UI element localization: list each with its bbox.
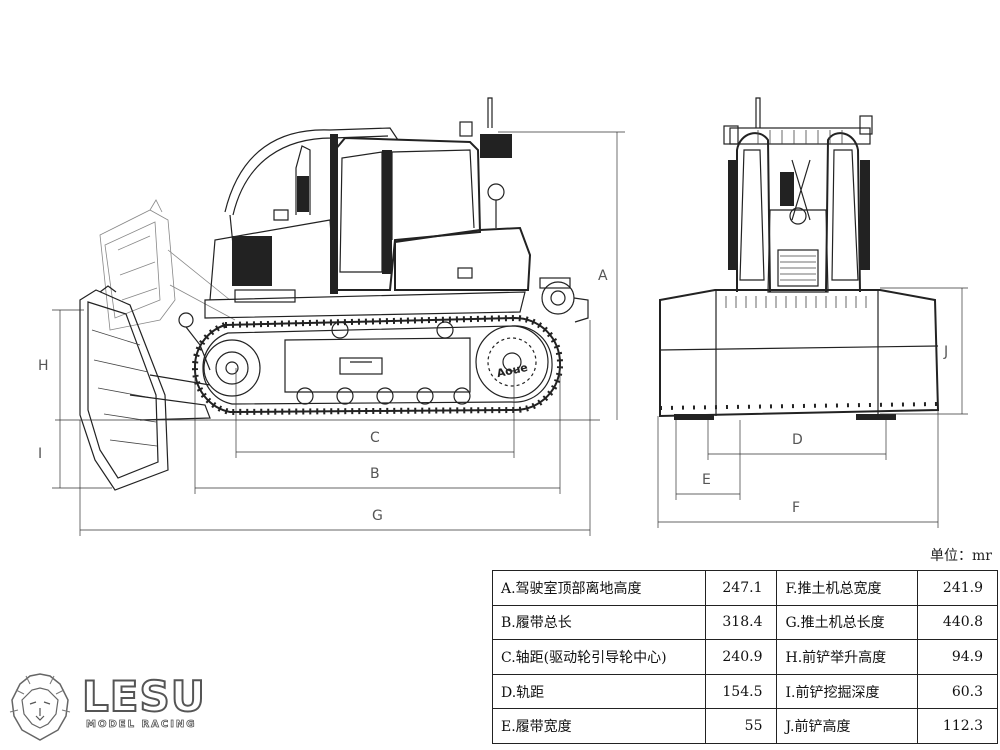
spec-label: E.履带宽度	[492, 708, 706, 744]
dim-label-F: F	[792, 500, 800, 516]
front-view: J D E F	[657, 97, 968, 528]
table-row: A.驾驶室顶部离地高度 247.1 F.推土机总宽度 241.9	[492, 570, 998, 606]
side-view: Aoue	[38, 97, 625, 536]
dim-label-J: J	[943, 344, 948, 360]
dim-label-A: A	[598, 268, 608, 284]
spec-value: 440.8	[917, 604, 998, 641]
spec-label: D.轨距	[492, 673, 706, 710]
lowered-blade	[79, 285, 211, 491]
side-dimensions: A H I C B G	[38, 131, 625, 536]
dim-label-C: C	[370, 430, 380, 446]
dim-label-I: I	[38, 446, 42, 462]
spec-value: 55	[704, 708, 778, 744]
spec-value: 318.4	[704, 604, 778, 641]
dim-label-B: B	[370, 466, 380, 482]
lion-head-logo-icon	[9, 673, 71, 741]
spec-table: A.驾驶室顶部离地高度 247.1 F.推土机总宽度 241.9 B.履带总长 …	[492, 570, 998, 744]
brand-name: LESU	[81, 672, 206, 721]
dim-label-E: E	[702, 472, 711, 488]
dim-label-D: D	[792, 432, 803, 448]
spec-value: 247.1	[704, 570, 778, 606]
track-assembly: Aoue	[191, 314, 564, 416]
spec-label: J.前铲高度	[776, 708, 919, 744]
brand-tagline: MODEL RACING	[86, 719, 197, 731]
spec-label: F.推土机总宽度	[776, 570, 919, 606]
spec-value: 94.9	[917, 639, 998, 675]
unit-label: 单位：mr	[930, 548, 992, 564]
spec-value: 240.9	[704, 639, 778, 675]
spec-value: 241.9	[917, 570, 998, 606]
spec-label: C.轴距(驱动轮引导轮中心)	[492, 639, 706, 675]
spec-label: B.履带总长	[492, 604, 706, 641]
dim-label-G: G	[372, 508, 383, 524]
side-body	[204, 97, 589, 323]
track-logo-text: Aoue	[496, 361, 529, 380]
table-row: B.履带总长 318.4 G.推土机总长度 440.8	[492, 604, 998, 641]
table-row: C.轴距(驱动轮引导轮中心) 240.9 H.前铲举升高度 94.9	[492, 639, 998, 675]
table-row: D.轨距 154.5 I.前铲挖掘深度 60.3	[492, 673, 998, 710]
spec-label: A.驾驶室顶部离地高度	[492, 570, 706, 606]
spec-label: I.前铲挖掘深度	[776, 673, 919, 710]
spec-value: 60.3	[917, 673, 998, 710]
raised-blade-outline	[99, 199, 236, 331]
spec-value: 154.5	[704, 673, 778, 710]
front-dimensions: J D E F	[657, 287, 968, 528]
table-row: E.履带宽度 55 J.前铲高度 112.3	[492, 708, 998, 744]
spec-value: 112.3	[917, 708, 998, 744]
spec-label: G.推土机总长度	[776, 604, 919, 641]
spec-label: H.前铲举升高度	[776, 639, 919, 675]
dim-label-H: H	[38, 358, 49, 374]
